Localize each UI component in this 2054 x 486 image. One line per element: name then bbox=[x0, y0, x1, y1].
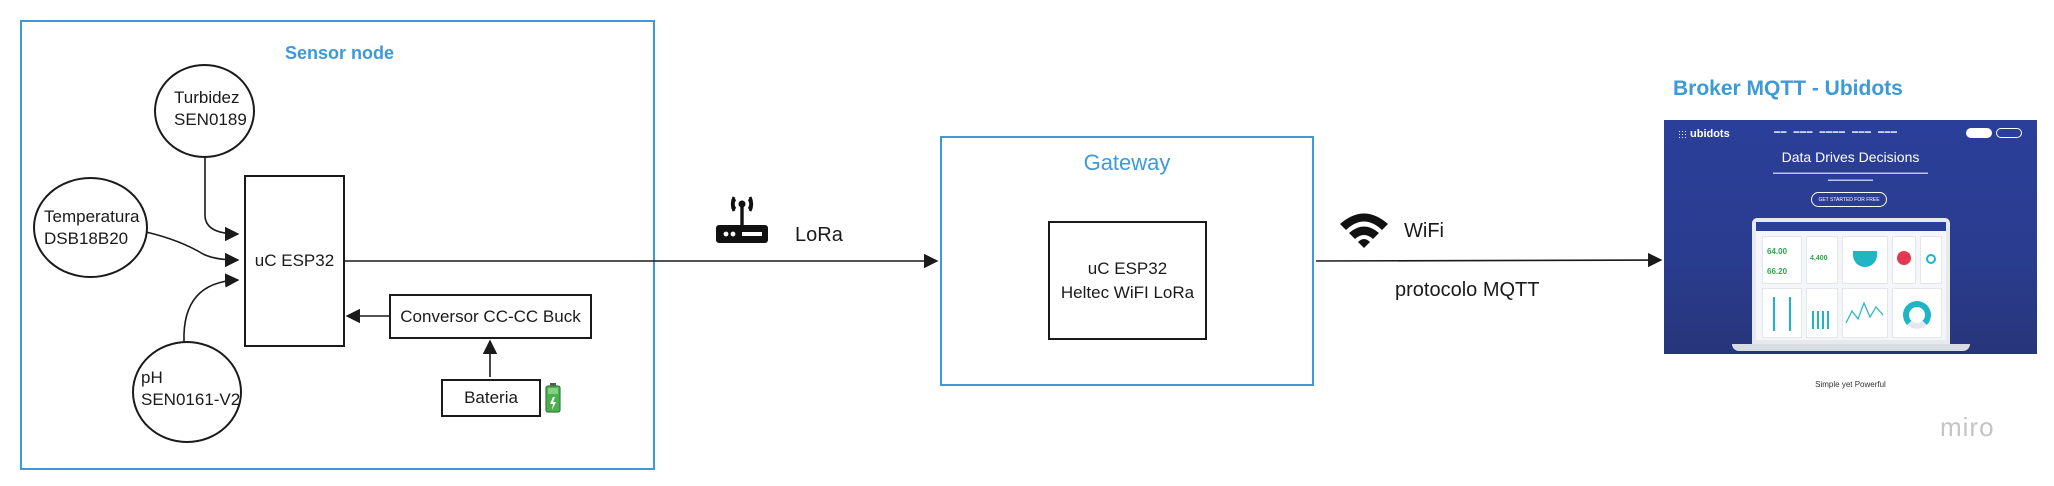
lora-label: LoRa bbox=[795, 224, 843, 246]
widget-values: 64.00 66.20 bbox=[1762, 236, 1802, 284]
ubidots-brand: ubidots bbox=[1690, 128, 1730, 140]
gateway-title: Gateway bbox=[1083, 150, 1171, 175]
converter-box: Conversor CC-CC Buck bbox=[389, 294, 592, 339]
wifi-icon bbox=[1340, 213, 1388, 248]
widget-slider-track bbox=[1773, 297, 1775, 331]
widget-line-chart bbox=[1842, 288, 1888, 338]
widget-donut-shape bbox=[1903, 301, 1931, 329]
gateway-mcu-box: uC ESP32 Heltec WiFI LoRa bbox=[1048, 221, 1207, 340]
widget-indicator bbox=[1920, 236, 1942, 284]
widget-number: 4,400 bbox=[1806, 236, 1838, 284]
dashboard-topbar bbox=[1756, 222, 1946, 231]
sensor-temperatura: Temperatura DSB18B20 bbox=[33, 177, 148, 278]
ubidots-laptop-base bbox=[1732, 344, 1970, 351]
widget-indicator-shape bbox=[1926, 254, 1936, 264]
widget-gauge-shape bbox=[1853, 251, 1877, 267]
battery-box: Bateria bbox=[441, 379, 541, 417]
widget-slider-track-2 bbox=[1789, 297, 1791, 331]
ubidots-footer-text: Simple yet Powerful bbox=[1815, 380, 1886, 389]
temperatura-link bbox=[145, 231, 240, 268]
widget-bars bbox=[1806, 288, 1838, 338]
sensor-temperatura-name: Temperatura bbox=[44, 207, 140, 226]
sensor-ph-model: SEN0161-V2 bbox=[141, 390, 241, 409]
widget-pie bbox=[1892, 236, 1916, 284]
ph-link bbox=[183, 273, 240, 343]
gateway-frame bbox=[940, 136, 1314, 386]
router-antenna-icon bbox=[716, 196, 768, 243]
sensor-mcu-box: uC ESP32 bbox=[244, 175, 345, 347]
widget-pie-shape bbox=[1897, 251, 1911, 265]
ubidots-hero-subtitle: ▬▬▬▬▬▬▬▬▬▬▬▬▬▬▬▬▬▬▬▬▬▬▬▬▬▬▬▬▬▬▬▬▬▬▬▬▬▬▬▬ bbox=[1773, 170, 1928, 183]
sensor-node-frame bbox=[20, 20, 655, 470]
widget-value-2: 66.20 bbox=[1767, 267, 1788, 276]
sensor-turbidez-model: SEN0189 bbox=[174, 110, 247, 129]
ubidots-signup-pill bbox=[1966, 128, 1992, 138]
widget-gauge bbox=[1842, 236, 1888, 284]
ubidots-cta-button: GET STARTED FOR FREE bbox=[1811, 192, 1887, 207]
sensor-temperatura-model: DSB18B20 bbox=[44, 229, 129, 248]
widget-line-chart-shape bbox=[1845, 301, 1884, 324]
widget-donut bbox=[1892, 288, 1942, 338]
widget-bars-shape bbox=[1812, 311, 1832, 329]
wifi-label: WiFi bbox=[1404, 220, 1444, 242]
sensor-ph-name: pH bbox=[141, 368, 163, 387]
ubidots-nav-links: ▬▬ ▬▬▬ ▬▬▬▬ ▬▬▬ ▬▬▬ bbox=[1774, 129, 1898, 135]
ubidots-hero-title: Data Drives Decisions bbox=[1781, 149, 1920, 165]
widget-value-1: 64.00 bbox=[1767, 247, 1788, 256]
wifi-link bbox=[1315, 252, 1663, 268]
turbidez-link bbox=[204, 157, 240, 242]
ubidots-grid-icon bbox=[1678, 129, 1687, 139]
sensor-node-title: Sensor node bbox=[285, 43, 395, 63]
sensor-turbidez: Turbidez SEN0189 bbox=[154, 64, 255, 158]
gateway-mcu-line1: uC ESP32 bbox=[1087, 258, 1168, 278]
miro-watermark: miro bbox=[1940, 412, 1995, 442]
ubidots-laptop: 64.00 66.20 4,400 bbox=[1752, 218, 1950, 344]
ubidots-login-pill bbox=[1996, 128, 2022, 138]
battery-icon bbox=[545, 383, 561, 413]
widget-value-3: 4,400 bbox=[1810, 255, 1828, 262]
ubidots-screenshot: ubidots ▬▬ ▬▬▬ ▬▬▬▬ ▬▬▬ ▬▬▬ Data Drives … bbox=[1664, 120, 2037, 400]
sensor-ph: pH SEN0161-V2 bbox=[132, 341, 242, 443]
gateway-mcu-line2: Heltec WiFI LoRa bbox=[1060, 282, 1195, 302]
broker-title: Broker MQTT - Ubidots bbox=[1673, 77, 1903, 100]
widget-slider bbox=[1762, 288, 1802, 338]
mqtt-protocol-label: protocolo MQTT bbox=[1395, 279, 1540, 301]
sensor-turbidez-name: Turbidez bbox=[174, 88, 240, 107]
ubidots-logo: ubidots bbox=[1678, 128, 1730, 140]
